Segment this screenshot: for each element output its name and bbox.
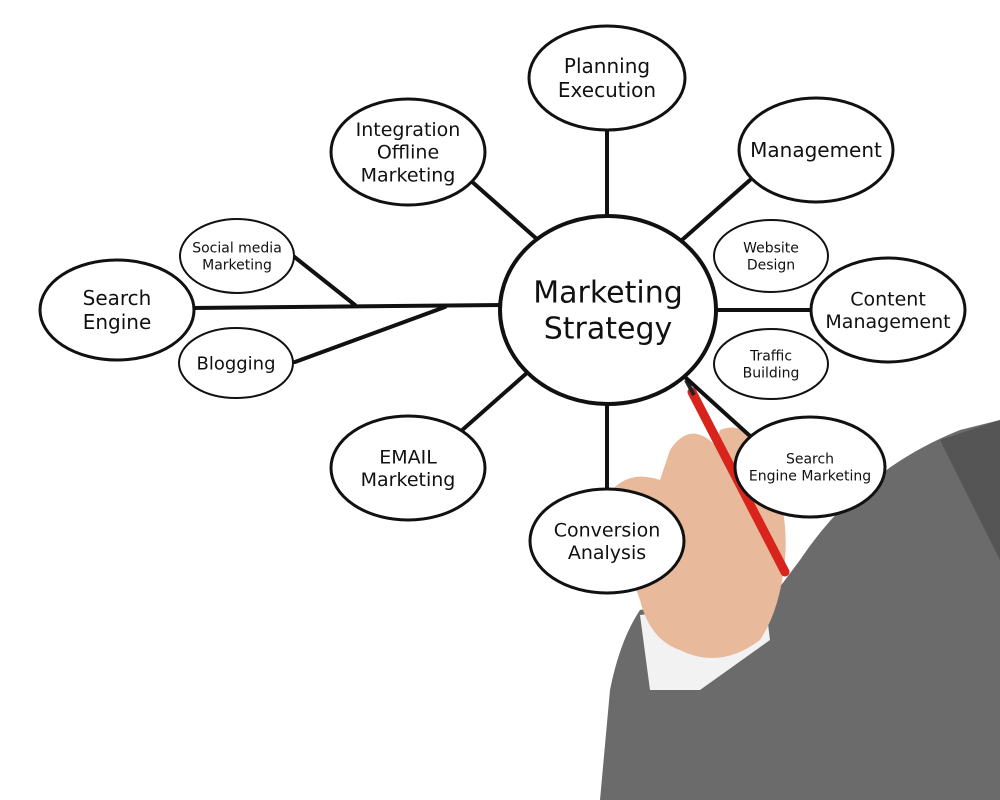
links	[190, 128, 814, 492]
node-label: Marketing	[202, 257, 272, 273]
node-label: EMAIL	[379, 446, 437, 468]
node-management: Management	[737, 96, 895, 204]
node-label: Traffic	[749, 349, 792, 365]
node-label: Content	[850, 288, 926, 310]
node-ellipse	[329, 414, 487, 522]
node-ellipse	[733, 415, 887, 519]
node-label: Building	[743, 365, 800, 381]
node-ellipse	[713, 219, 829, 293]
node-ellipse	[713, 328, 829, 400]
node-label: Design	[747, 257, 795, 273]
node-label: Engine Marketing	[749, 468, 871, 484]
node-ellipse	[178, 327, 294, 399]
node-label: Search	[83, 286, 152, 310]
node-label: Integration	[356, 119, 461, 141]
node-ellipse	[737, 96, 895, 204]
node-label: Engine	[83, 310, 152, 334]
node-label: Marketing	[533, 276, 683, 311]
node-ellipse	[498, 214, 718, 406]
node-label: Marketing	[361, 469, 456, 491]
node-label: Offline	[377, 142, 439, 164]
node-ellipse	[179, 218, 295, 294]
node-label: Website	[743, 241, 799, 257]
node-label: Social media	[192, 241, 282, 257]
node-ellipse	[809, 256, 967, 364]
node-ellipse	[527, 24, 687, 132]
node-label: Planning	[564, 54, 650, 78]
node-label: Strategy	[544, 312, 673, 347]
node-ellipse	[329, 97, 487, 207]
suit-sleeve	[600, 420, 1000, 800]
node-label: Marketing	[361, 164, 456, 186]
suit-lapel	[940, 420, 1000, 560]
node-label: Conversion	[554, 519, 661, 541]
node-label: Management	[750, 138, 882, 162]
node-label: Analysis	[568, 542, 646, 564]
node-label: Blogging	[196, 353, 275, 374]
node-ellipse	[528, 487, 686, 595]
node-ellipse	[38, 258, 196, 362]
node-label: Search	[786, 452, 834, 468]
node-label: Execution	[558, 78, 656, 102]
pen-tip	[684, 379, 696, 396]
node-blogging: Blogging	[178, 327, 294, 399]
node-label: Management	[825, 311, 950, 333]
